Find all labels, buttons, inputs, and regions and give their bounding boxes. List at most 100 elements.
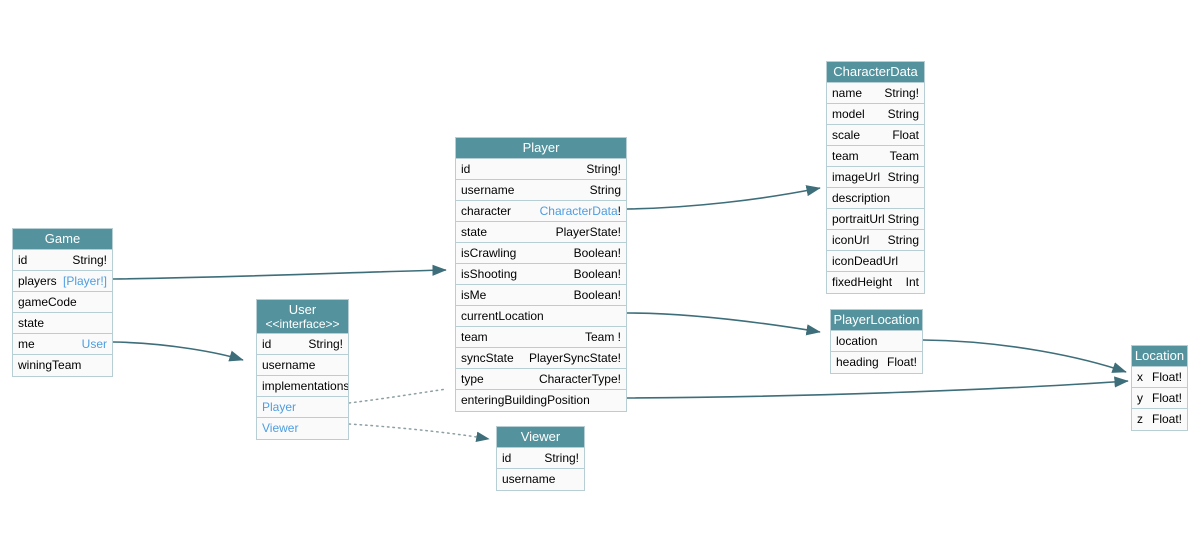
field-name: gameCode bbox=[18, 295, 77, 309]
field-row[interactable]: imageUrl String bbox=[827, 167, 924, 188]
field-type: String! bbox=[586, 162, 621, 176]
field-name: enteringBuildingPosition bbox=[461, 393, 590, 407]
field-type: Float! bbox=[1151, 412, 1182, 426]
field-name: username bbox=[461, 183, 515, 197]
field-row[interactable]: username String bbox=[456, 180, 626, 201]
field-row[interactable]: currentLocation PlayerLocation! bbox=[456, 306, 626, 327]
field-row[interactable]: scale Float bbox=[827, 125, 924, 146]
field-type: Int bbox=[905, 275, 919, 289]
edge-player-enteringbuildingposition-to-location bbox=[626, 376, 1129, 399]
implementation-item-player[interactable]: Player bbox=[257, 397, 348, 418]
field-name: syncState bbox=[461, 351, 514, 365]
field-name: character bbox=[461, 204, 512, 218]
field-name: id bbox=[262, 337, 272, 351]
field-row[interactable]: state GameState! bbox=[13, 313, 112, 334]
field-name: type bbox=[461, 372, 484, 386]
field-name: y bbox=[1137, 391, 1143, 405]
field-type[interactable]: Location bbox=[576, 410, 621, 411]
field-name: iconDeadUrl bbox=[832, 254, 899, 268]
field-row[interactable]: model String bbox=[827, 104, 924, 125]
field-type: String bbox=[887, 233, 919, 247]
entity-game[interactable]: Game id String! players [Player!] gameCo… bbox=[12, 228, 113, 377]
field-row[interactable]: location Location! bbox=[831, 331, 922, 352]
field-name: model bbox=[832, 107, 865, 121]
field-type[interactable]: User bbox=[81, 337, 107, 351]
field-row[interactable]: syncState PlayerSyncState! bbox=[456, 348, 626, 369]
field-name: description bbox=[832, 191, 891, 205]
field-row[interactable]: players [Player!] bbox=[13, 271, 112, 292]
field-type: String! bbox=[72, 253, 107, 267]
edge-playerlocation-location-to-location bbox=[922, 339, 1127, 373]
field-row[interactable]: gameCode String! bbox=[13, 292, 112, 313]
field-row[interactable]: fixedHeight Int bbox=[827, 272, 924, 293]
field-name: username bbox=[262, 358, 316, 372]
field-row[interactable]: isMe Boolean! bbox=[456, 285, 626, 306]
field-row[interactable]: winingTeam Team bbox=[13, 355, 112, 376]
field-row[interactable]: id String! bbox=[456, 159, 626, 180]
field-name: location bbox=[836, 334, 878, 348]
field-row[interactable]: portraitUrl String bbox=[827, 209, 924, 230]
entity-user[interactable]: User <<interface>> id String! username S… bbox=[256, 299, 349, 440]
field-type: String! bbox=[308, 337, 343, 351]
edge-user-viewer-impl bbox=[348, 423, 490, 443]
field-row[interactable]: description String bbox=[827, 188, 924, 209]
edge-user-player-impl bbox=[348, 388, 448, 404]
edge-player-character-to-characterdata bbox=[626, 185, 821, 210]
field-type: String! bbox=[544, 451, 579, 465]
field-row[interactable]: me User bbox=[13, 334, 112, 355]
edge-game-me-to-user bbox=[112, 341, 244, 362]
entity-player-location[interactable]: PlayerLocation location Location! headin… bbox=[830, 309, 923, 374]
entity-viewer[interactable]: Viewer id String! username String bbox=[496, 426, 585, 491]
field-row[interactable]: isCrawling Boolean! bbox=[456, 243, 626, 264]
field-row[interactable]: state PlayerState! bbox=[456, 222, 626, 243]
field-row[interactable]: id String! bbox=[257, 334, 348, 355]
field-row[interactable]: z Float! bbox=[1132, 409, 1187, 430]
field-row[interactable]: isShooting Boolean! bbox=[456, 264, 626, 285]
entity-user-title: User <<interface>> bbox=[257, 300, 348, 334]
field-row[interactable]: y Float! bbox=[1132, 388, 1187, 409]
entity-location[interactable]: Location x Float! y Float! z Float! bbox=[1131, 345, 1188, 431]
entity-user-name: User bbox=[288, 302, 317, 317]
field-name: state bbox=[18, 316, 45, 330]
field-row[interactable]: character CharacterData! bbox=[456, 201, 626, 222]
entity-player[interactable]: Player id String! username String charac… bbox=[455, 137, 627, 412]
field-row[interactable]: x Float! bbox=[1132, 367, 1187, 388]
field-type: Float! bbox=[1151, 391, 1182, 405]
field-type: Float! bbox=[1151, 370, 1182, 384]
field-type[interactable]: [Player!] bbox=[62, 274, 107, 288]
field-type: String bbox=[548, 489, 579, 490]
field-row[interactable]: enteringBuildingPosition Location bbox=[456, 390, 626, 411]
field-type: Team bbox=[78, 375, 107, 376]
entity-character-data[interactable]: CharacterData name String! model String … bbox=[826, 61, 925, 294]
field-row[interactable]: iconDeadUrl String bbox=[827, 251, 924, 272]
field-name: id bbox=[502, 451, 512, 465]
field-name: x bbox=[1137, 370, 1143, 384]
field-name: portraitUrl bbox=[832, 212, 885, 226]
entity-player-location-title: PlayerLocation bbox=[831, 310, 922, 331]
entity-player-title: Player bbox=[456, 138, 626, 159]
field-row[interactable]: team Team bbox=[827, 146, 924, 167]
field-row[interactable]: heading Float! bbox=[831, 352, 922, 373]
field-name: name bbox=[832, 86, 863, 100]
field-name: iconUrl bbox=[832, 233, 870, 247]
entity-user-stereotype: <<interface>> bbox=[265, 317, 340, 331]
field-type: String bbox=[887, 107, 919, 121]
field-name: currentLocation bbox=[461, 309, 544, 323]
field-row[interactable]: iconUrl String bbox=[827, 230, 924, 251]
field-row[interactable]: id String! bbox=[497, 448, 584, 469]
field-row[interactable]: username String bbox=[257, 355, 348, 376]
field-row[interactable]: team Team ! bbox=[456, 327, 626, 348]
field-name: team bbox=[832, 149, 859, 163]
field-name: scale bbox=[832, 128, 861, 142]
field-row[interactable]: type CharacterType! bbox=[456, 369, 626, 390]
implementation-item-viewer[interactable]: Viewer bbox=[257, 418, 348, 439]
field-row[interactable]: username String bbox=[497, 469, 584, 490]
field-name: username bbox=[502, 472, 556, 486]
field-type: CharacterType! bbox=[538, 372, 621, 386]
edge-game-players-to-player bbox=[112, 264, 447, 280]
field-row[interactable]: name String! bbox=[827, 83, 924, 104]
edge-player-currentlocation-to-playerlocation bbox=[626, 312, 821, 336]
field-type: Team bbox=[889, 149, 919, 163]
field-row[interactable]: id String! bbox=[13, 250, 112, 271]
field-type[interactable]: CharacterData! bbox=[539, 204, 621, 218]
